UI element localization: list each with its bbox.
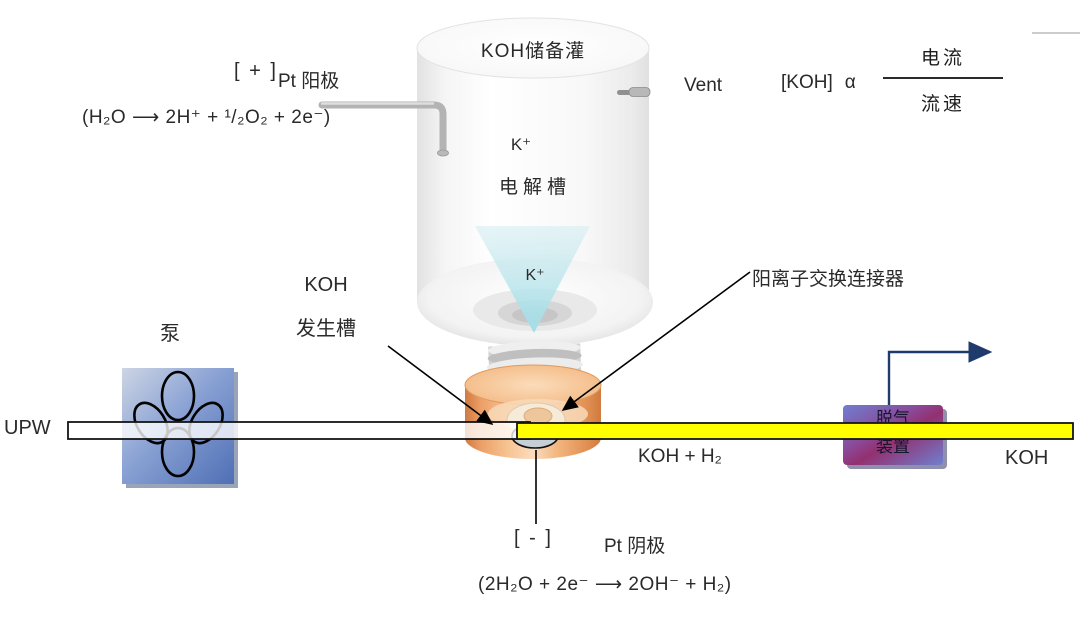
relation-fraction: 电流 流速 — [883, 43, 1003, 116]
degasser-vent-arrow — [887, 341, 993, 405]
degasser-label-line2: 装置 — [876, 437, 910, 456]
generation-cell — [464, 364, 602, 459]
electrolysis-cell-label: 电解槽 — [498, 177, 571, 198]
generator-label-line1: KOH — [304, 274, 348, 296]
upw-label: UPW — [4, 417, 51, 439]
koh-tube — [516, 422, 1074, 440]
cathode-polarity: [ - ] — [514, 527, 553, 549]
relation-lhs: [KOH] — [781, 72, 833, 93]
cathode-electrode-label: Pt 阴极 — [604, 536, 666, 557]
tank-ion-label: K⁺ — [510, 135, 532, 154]
anode-electrode-label: Pt 阳极 — [278, 71, 340, 92]
ion-funnel-icon — [475, 226, 590, 333]
connector-annotation-arrow — [561, 271, 751, 411]
koh-relation: [KOH] α — [781, 72, 856, 94]
connector-label: 阳离子交换连接器 — [752, 269, 905, 290]
cathode-equation: (2H₂O + 2e⁻ ⟶ 2OH⁻ + H₂) — [478, 574, 732, 595]
anode-equation: (H₂O ⟶ 2H⁺ + ¹/₂O₂ + 2e⁻) — [82, 107, 331, 128]
upw-tube — [67, 421, 531, 440]
pump-label: 泵 — [160, 323, 180, 345]
vent-pipe — [617, 87, 651, 97]
generator-annotation-arrow — [387, 345, 494, 425]
generator-label-line2: 发生槽 — [296, 318, 356, 340]
tank-title: KOH储备灌 — [480, 41, 586, 62]
koh-h2-label: KOH + H₂ — [638, 446, 722, 467]
relation-prop: α — [844, 72, 856, 93]
generator-label: KOH 发生槽 — [284, 263, 368, 351]
koh-out-label: KOH — [1005, 447, 1049, 469]
relation-denominator: 流速 — [920, 94, 965, 115]
relation-numerator: 电流 — [883, 43, 1003, 79]
vent-label: Vent — [684, 75, 723, 96]
anode-electrode-pipe — [318, 101, 449, 157]
funnel-ion-label: K⁺ — [525, 267, 545, 284]
anode-polarity: [ + ] — [234, 60, 278, 82]
